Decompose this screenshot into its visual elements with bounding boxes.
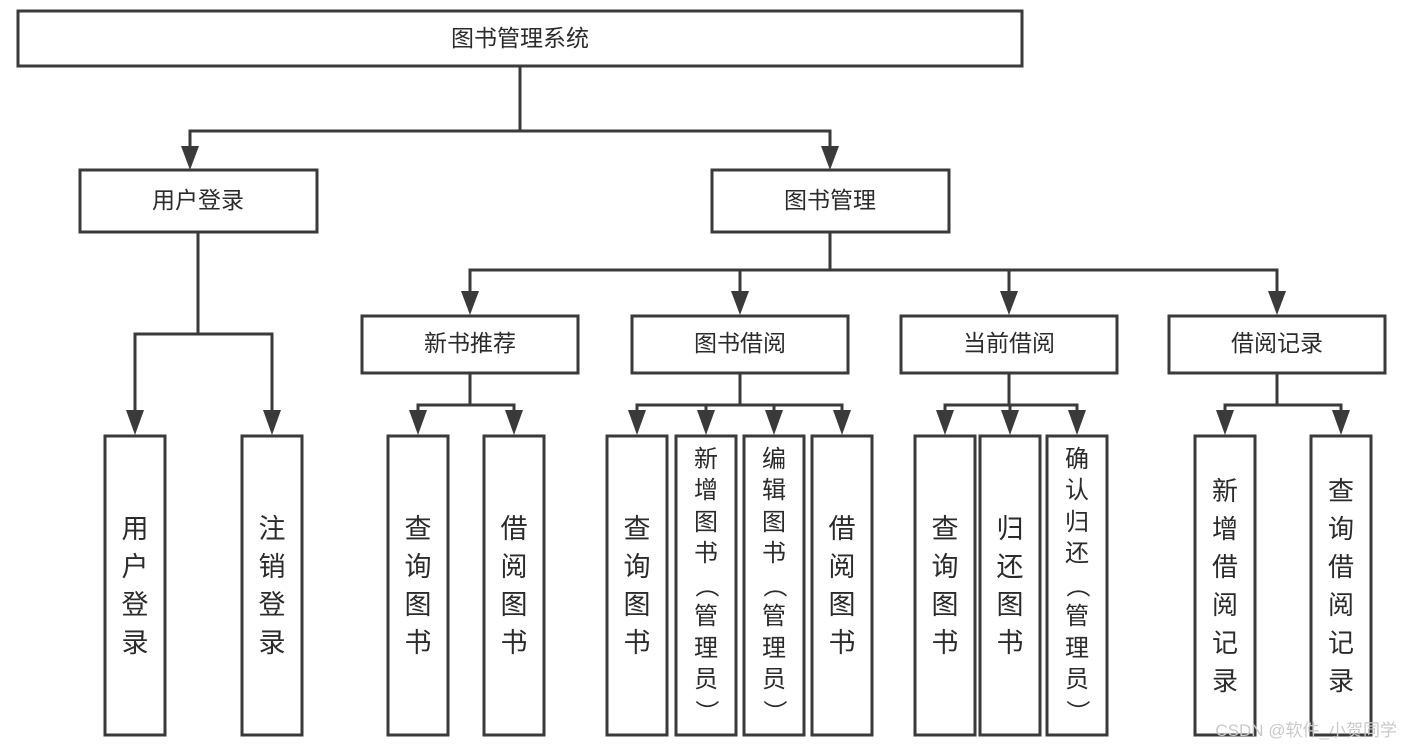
leaf-box-user-login-2[interactable] <box>240 434 304 737</box>
node-new-book-recommend-label: 新书推荐 <box>424 330 516 356</box>
node-book-borrow[interactable]: 图书借阅 <box>630 314 850 375</box>
leaf-label-borrow-record-2: 查询借阅记录 <box>1327 475 1354 696</box>
arrowhead-userlogin <box>181 146 199 170</box>
arrowhead-leaf-userlogin-1 <box>126 410 144 435</box>
arrowhead-leaf-g4-1 <box>1216 410 1234 435</box>
node-new-book-recommend-box[interactable] <box>360 314 580 375</box>
arrowhead-group-3 <box>1000 291 1018 315</box>
leaf-box-book-borrow-4[interactable] <box>810 434 874 737</box>
node-current-borrow[interactable]: 当前借阅 <box>899 314 1119 375</box>
arrowhead-leaf-g2-1 <box>628 410 646 435</box>
node-book-borrow-box[interactable] <box>630 314 850 375</box>
leaf-box-user-login-1[interactable] <box>103 434 167 737</box>
arrowhead-leaf-g4-2 <box>1332 410 1350 435</box>
leaf-box-new-book-1[interactable] <box>386 434 450 737</box>
node-new-book-recommend[interactable]: 新书推荐 <box>360 314 580 375</box>
leaf-label-current-borrow-2: 归还图书 <box>996 513 1024 658</box>
leaf-label-book-borrow-1: 查询图书 <box>623 513 651 658</box>
arrowhead-group-1 <box>461 291 479 315</box>
node-book-management-box[interactable] <box>710 168 951 234</box>
leaf-label-new-book-1: 查询图书 <box>404 513 432 658</box>
node-borrow-record-label: 借阅记录 <box>1231 330 1323 356</box>
node-user-login-label: 用户登录 <box>152 187 244 213</box>
node-book-management[interactable]: 图书管理 <box>710 168 951 234</box>
leaf-box-current-borrow-1[interactable] <box>913 434 977 737</box>
leaf-box-borrow-record-2[interactable] <box>1309 434 1373 737</box>
arrowhead-bookmgmt <box>821 146 839 170</box>
leaf-box-book-borrow-3[interactable] <box>742 434 806 737</box>
leaf-label-user-login-1: 用户登录 <box>121 513 149 658</box>
leaf-label-current-borrow-3: 确认归还（管理员） <box>1063 446 1091 724</box>
node-borrow-record-box[interactable] <box>1167 314 1387 375</box>
connector-layer <box>126 64 1350 435</box>
node-root-label: 图书管理系统 <box>451 25 589 51</box>
arrowhead-group-2 <box>731 291 749 315</box>
leaf-box-book-borrow-2[interactable] <box>674 434 738 737</box>
leaf-box-current-borrow-3[interactable] <box>1045 434 1109 737</box>
arrowhead-leaf-g2-3 <box>765 410 783 435</box>
leaf-label-current-borrow-1: 查询图书 <box>931 513 959 658</box>
leaf-box-current-borrow-2[interactable] <box>978 434 1042 737</box>
leaf-label-user-login-2: 注销登录 <box>258 513 286 658</box>
arrowhead-leaf-g2-4 <box>833 410 851 435</box>
arrowhead-leaf-g3-3 <box>1068 410 1086 435</box>
arrowhead-leaf-g1-1 <box>409 410 427 435</box>
node-user-login-box[interactable] <box>78 168 319 234</box>
node-book-management-label: 图书管理 <box>784 187 876 213</box>
node-user-login[interactable]: 用户登录 <box>78 168 319 234</box>
node-root-box[interactable] <box>16 9 1024 68</box>
node-current-borrow-label: 当前借阅 <box>963 330 1055 356</box>
node-book-borrow-label: 图书借阅 <box>694 330 786 356</box>
leaf-label-book-borrow-3: 编辑图书（管理员） <box>760 446 788 724</box>
leaf-label-new-book-2: 借阅图书 <box>500 513 528 658</box>
arrowhead-leaf-g3-1 <box>936 410 954 435</box>
arrowhead-leaf-g2-2 <box>697 410 715 435</box>
leaf-label-book-borrow-2: 新增图书（管理员） <box>692 446 720 724</box>
arrowhead-leaf-g1-2 <box>505 410 523 435</box>
csdn-watermark: CSDN @软件_小贺同学 <box>1215 721 1397 740</box>
leaf-label-borrow-record-1: 新增借阅记录 <box>1211 475 1238 696</box>
leaf-label-book-borrow-4: 借阅图书 <box>828 513 856 658</box>
arrowhead-leaf-g3-2 <box>1001 410 1019 435</box>
leaf-layer <box>103 434 1373 737</box>
arrowhead-leaf-userlogin-2 <box>263 410 281 435</box>
node-root[interactable]: 图书管理系统 <box>16 9 1024 68</box>
leaf-box-borrow-record-1[interactable] <box>1193 434 1257 737</box>
node-borrow-record[interactable]: 借阅记录 <box>1167 314 1387 375</box>
leaf-box-book-borrow-1[interactable] <box>605 434 669 737</box>
node-current-borrow-box[interactable] <box>899 314 1119 375</box>
arrowhead-group-4 <box>1268 291 1286 315</box>
leaf-box-new-book-2[interactable] <box>482 434 546 737</box>
